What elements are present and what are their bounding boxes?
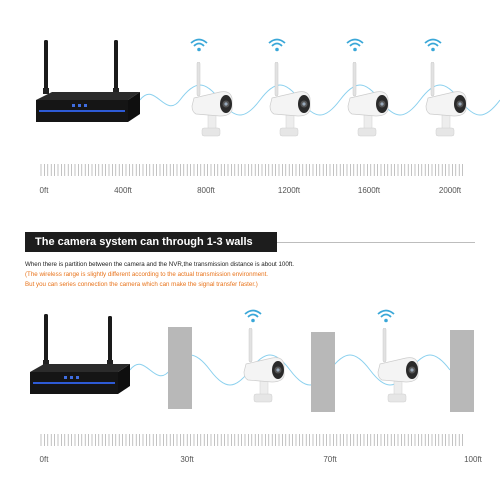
wall-icon bbox=[450, 330, 474, 412]
bullet-camera-icon bbox=[346, 61, 390, 147]
wifi-icon bbox=[424, 38, 442, 57]
wifi-icon bbox=[244, 309, 262, 328]
wall-icon bbox=[311, 332, 335, 412]
wifi-icon bbox=[268, 38, 286, 57]
distance-label-2000: 2000ft bbox=[438, 186, 462, 195]
section-banner: The camera system can through 1-3 walls bbox=[25, 232, 277, 252]
distance-label-100: 100ft bbox=[464, 455, 482, 464]
bullet-camera-icon bbox=[424, 61, 468, 147]
bullet-camera-icon bbox=[242, 327, 286, 413]
wifi-icon bbox=[190, 38, 208, 57]
nvr-recorder-icon bbox=[36, 40, 140, 122]
distance-label-0: 0ft bbox=[39, 186, 49, 195]
nvr-recorder-icon bbox=[30, 314, 130, 394]
distance-ruler bbox=[40, 164, 463, 176]
wifi-icon bbox=[346, 38, 364, 57]
wifi-icon bbox=[377, 309, 395, 328]
note-line-2: (The wireless range is slightly differen… bbox=[25, 271, 269, 278]
distance-label-0: 0ft bbox=[39, 455, 49, 464]
distance-ruler bbox=[40, 434, 463, 446]
distance-label-30: 30ft bbox=[180, 455, 194, 464]
banner-divider bbox=[277, 242, 475, 243]
note-line-3: But you can series connection the camera… bbox=[25, 281, 258, 288]
note-line-1: When there is partition between the came… bbox=[25, 261, 294, 268]
bullet-camera-icon bbox=[190, 61, 234, 147]
wall-icon bbox=[168, 327, 192, 409]
distance-label-1600: 1600ft bbox=[357, 186, 381, 195]
distance-label-1200: 1200ft bbox=[277, 186, 301, 195]
distance-label-70: 70ft bbox=[323, 455, 337, 464]
distance-label-400: 400ft bbox=[114, 186, 132, 195]
bullet-camera-icon bbox=[376, 327, 420, 413]
bullet-camera-icon bbox=[268, 61, 312, 147]
distance-label-800: 800ft bbox=[197, 186, 215, 195]
signal-wave bbox=[140, 84, 500, 116]
